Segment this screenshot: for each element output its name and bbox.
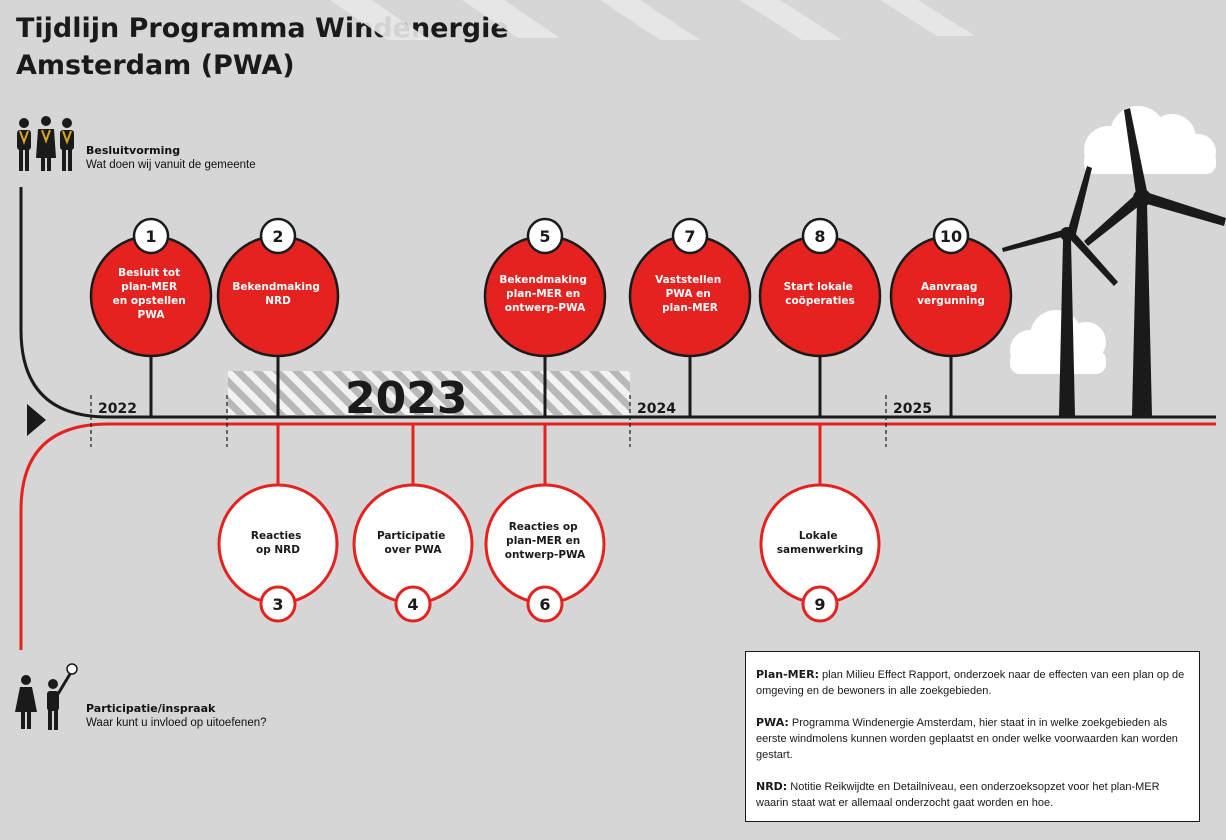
step-number-badge bbox=[932, 217, 970, 255]
step-label: Start lokale coöperaties bbox=[784, 281, 857, 307]
step-number: 6 bbox=[539, 595, 550, 614]
cloud-icon-small bbox=[1010, 310, 1106, 374]
participation-subtitle: Waar kunt u invloed op uitoefenen? bbox=[86, 717, 267, 729]
participation-step-9: 9 Lokale samenwerking bbox=[759, 424, 881, 623]
decision-timeline-line bbox=[19, 187, 1216, 419]
step-number-badge bbox=[259, 217, 297, 255]
step-number: 1 bbox=[145, 227, 156, 246]
decision-subtitle: Wat doen wij vanuit de gemeente bbox=[86, 159, 256, 171]
wind-turbine-icon bbox=[1002, 166, 1118, 416]
step-number-badge bbox=[801, 585, 839, 623]
year-separators bbox=[90, 395, 887, 447]
cloud-icon bbox=[1084, 106, 1216, 174]
year-label-2024: 2024 bbox=[637, 401, 676, 417]
year-label-2022: 2022 bbox=[98, 401, 137, 417]
step-label: Aanvraag vergunning bbox=[917, 281, 985, 307]
step-number: 8 bbox=[814, 227, 825, 246]
legend-item-plan-mer: Plan-MER: plan Milieu Effect Rapport, on… bbox=[756, 667, 1189, 699]
participation-step-4: 4 Participatie over PWA bbox=[352, 424, 474, 623]
step-number: 9 bbox=[814, 595, 825, 614]
wind-turbine-icon-large bbox=[1084, 108, 1226, 416]
title-line-2: Amsterdam (PWA) bbox=[16, 50, 295, 81]
year-label-2023: 2023 bbox=[345, 373, 467, 424]
participation-step-3: 3 Reacties op NRD bbox=[217, 424, 339, 623]
step-number-badge bbox=[671, 217, 709, 255]
year-2023-band bbox=[228, 371, 630, 415]
step-number-badge bbox=[801, 217, 839, 255]
legend-text: Notitie Reikwijdte en Detailniveau, een … bbox=[756, 781, 1160, 809]
participation-section-heading: Participatie/inspraak Waar kunt u invloe… bbox=[86, 702, 267, 729]
step-label: Reacties op plan-MER en ontwerp-PWA bbox=[505, 521, 586, 561]
step-label: Besluit tot plan-MER en opstellen PWA bbox=[113, 267, 190, 321]
step-number: 3 bbox=[272, 595, 283, 614]
step-number-badge bbox=[132, 217, 170, 255]
participation-timeline-line bbox=[19, 422, 1216, 650]
step-number: 5 bbox=[539, 227, 550, 246]
officials-icon bbox=[17, 116, 74, 171]
decision-step-5: 5 Bekendmaking plan-MER en ontwerp-PWA bbox=[483, 217, 607, 417]
participation-heading: Participatie/inspraak bbox=[86, 702, 216, 715]
decision-step-2: 2 Bekendmaking NRD bbox=[216, 217, 340, 417]
legend-box: Plan-MER: plan Milieu Effect Rapport, on… bbox=[745, 651, 1200, 822]
year-label-2025: 2025 bbox=[893, 401, 932, 417]
step-label: Bekendmaking plan-MER en ontwerp-PWA bbox=[499, 274, 590, 314]
decision-step-8: 8 Start lokale coöperaties bbox=[758, 217, 882, 417]
step-label: Reacties op NRD bbox=[251, 530, 305, 556]
step-number: 10 bbox=[940, 227, 962, 246]
legend-term: NRD: bbox=[756, 780, 788, 793]
legend-term: PWA: bbox=[756, 716, 789, 729]
step-number: 2 bbox=[272, 227, 283, 246]
decision-section-heading: Besluitvorming Wat doen wij vanuit de ge… bbox=[86, 144, 256, 171]
legend-term: Plan-MER: bbox=[756, 668, 819, 681]
legend-text: Programma Windenergie Amsterdam, hier st… bbox=[756, 717, 1178, 761]
step-label: Participatie over PWA bbox=[377, 530, 449, 556]
participants-icon bbox=[15, 663, 78, 730]
page-title: Tijdlijn Programma Windenergie Amsterdam… bbox=[16, 10, 509, 84]
step-label: Vaststellen PWA en plan-MER bbox=[655, 274, 725, 314]
step-number-badge bbox=[394, 585, 432, 623]
decorative-top-stripes bbox=[330, 0, 975, 40]
step-number: 4 bbox=[407, 595, 418, 614]
decision-step-10: 10 Aanvraag vergunning bbox=[889, 217, 1013, 417]
step-label: Lokale samenwerking bbox=[777, 530, 863, 556]
step-number: 7 bbox=[684, 227, 695, 246]
legend-text: plan Milieu Effect Rapport, onderzoek na… bbox=[756, 669, 1185, 697]
decision-heading: Besluitvorming bbox=[86, 144, 181, 157]
legend-item-nrd: NRD: Notitie Reikwijdte en Detailniveau,… bbox=[756, 779, 1189, 811]
timeline-start-arrow-icon bbox=[27, 404, 46, 436]
decision-step-7: 7 Vaststellen PWA en plan-MER bbox=[628, 217, 752, 417]
step-number-badge bbox=[526, 217, 564, 255]
legend-item-pwa: PWA: Programma Windenergie Amsterdam, hi… bbox=[756, 715, 1189, 763]
step-number-badge bbox=[259, 585, 297, 623]
decision-step-1: 1 Besluit tot plan-MER en opstellen PWA bbox=[89, 217, 213, 417]
step-number-badge bbox=[526, 585, 564, 623]
participation-step-6: 6 Reacties op plan-MER en ontwerp-PWA bbox=[484, 424, 606, 623]
step-label: Bekendmaking NRD bbox=[232, 281, 323, 307]
